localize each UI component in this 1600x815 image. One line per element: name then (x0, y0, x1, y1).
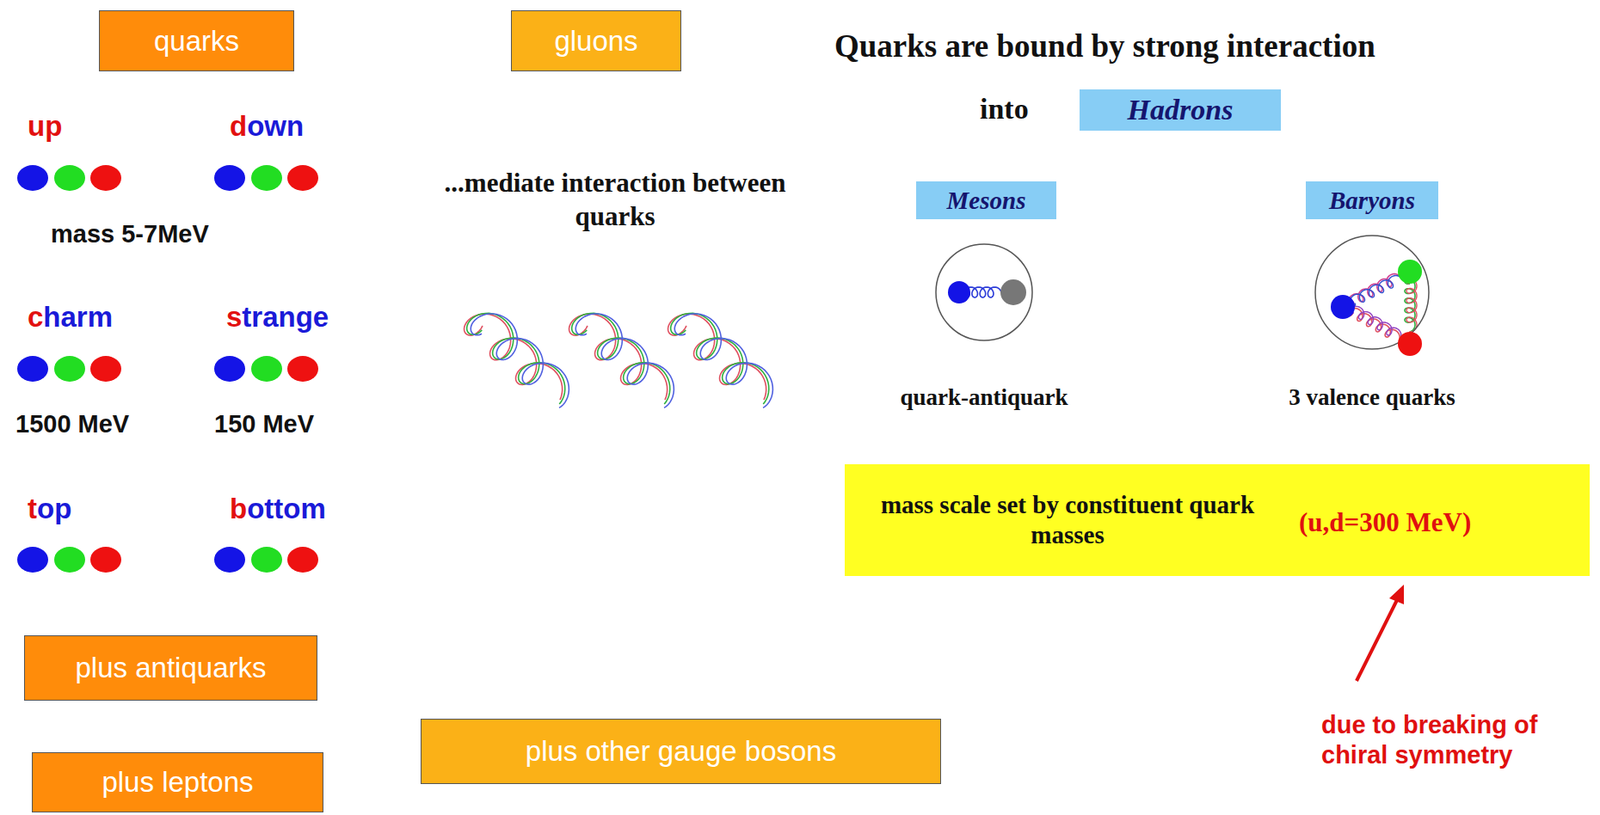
green-dot (251, 165, 283, 191)
meson-picture (935, 244, 1033, 341)
gluon-spring (1404, 279, 1416, 333)
quark-name: bottom (229, 492, 327, 526)
baryon-box: Baryons (1305, 181, 1439, 220)
gluon-spring (1347, 308, 1400, 339)
quark-name: charm (27, 301, 113, 334)
box-text: plus other gauge bosons (525, 735, 837, 769)
mass-value: 1500 MeV (15, 410, 130, 439)
quark-name: down (229, 110, 304, 143)
green-dot (251, 356, 283, 382)
green-dot (54, 356, 86, 382)
green-dot (251, 547, 283, 573)
box-text: plus leptons (101, 766, 253, 800)
gluon-spring (1349, 306, 1402, 339)
gluon-spring (470, 313, 569, 408)
box-text: gluons (553, 24, 638, 58)
quark-dot (1397, 332, 1422, 357)
box-text: Mesons (947, 186, 1027, 216)
box-text: Baryons (1329, 186, 1416, 216)
box-text: Hadrons (1127, 93, 1234, 127)
gluon-spring (467, 313, 566, 405)
hadron-quarks (947, 259, 1422, 357)
red-dot (90, 547, 122, 573)
category-box: quarks (98, 10, 295, 72)
blue-dot (17, 165, 49, 191)
hadron-caption: quark-antiquark (899, 384, 1068, 412)
box-text: plus antiquarks (75, 652, 267, 685)
category-box: gluons (510, 10, 682, 72)
gluon-spring (1349, 276, 1403, 308)
hadron-caption: 3 valence quarks (1288, 384, 1456, 412)
green-dot (54, 547, 86, 573)
red-dot (287, 547, 319, 573)
gluon-spring (575, 313, 674, 408)
red-dot (287, 356, 319, 382)
quark-name: top (27, 492, 72, 526)
arrow-head (1389, 584, 1404, 605)
mass-value: mass 5-7MeV (50, 220, 210, 249)
box-text: mass scale set by constituent quark mass… (865, 490, 1270, 551)
quark-dot (1330, 295, 1355, 320)
meson-box: Mesons (916, 181, 1057, 220)
blue-dot (17, 356, 49, 382)
gluon-spring (670, 313, 770, 405)
blue-dot (214, 356, 246, 382)
gluon-spring (572, 313, 671, 405)
box-text: quarks (153, 24, 240, 58)
gluon-spring (1406, 278, 1417, 333)
blue-dot (214, 165, 246, 191)
highlight-text: (u,d=300 MeV) (1298, 507, 1471, 539)
category-box: plus leptons (31, 752, 324, 813)
mass-value: 150 MeV (214, 410, 314, 439)
category-box: plus antiquarks (24, 635, 318, 702)
hadron-circle (935, 244, 1033, 341)
gluon-spring (1348, 274, 1400, 308)
quark-dot (947, 281, 971, 304)
blue-dot (17, 547, 49, 573)
pointer-arrow (1356, 584, 1404, 682)
quark-name: strange (226, 301, 329, 334)
quark-dot (1397, 259, 1422, 284)
mass-scale-box: mass scale set by constituent quark mass… (844, 464, 1590, 577)
gluon-note: ...mediate interaction between quarks (430, 166, 800, 234)
blue-dot (214, 547, 246, 573)
red-dot (90, 356, 122, 382)
antiquark-dot (1000, 279, 1027, 306)
category-box: plus other gauge bosons (420, 719, 942, 785)
connector-word: into (979, 92, 1029, 126)
annotation-note: due to breaking of chiral symmetry (1321, 710, 1588, 771)
red-dot (287, 165, 319, 191)
gluon-spring (674, 313, 773, 408)
red-dot (90, 165, 122, 191)
green-dot (54, 165, 86, 191)
hadron-box: Hadrons (1079, 89, 1281, 131)
quark-name: up (27, 110, 62, 143)
arrow-line (1356, 596, 1399, 682)
heading-text: Quarks are bound by strong interaction (834, 27, 1376, 65)
